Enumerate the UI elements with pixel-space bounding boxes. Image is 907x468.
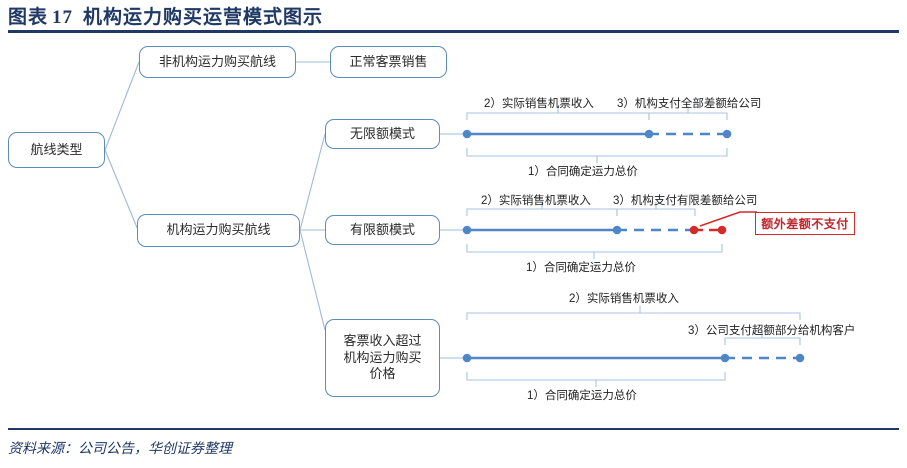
timeline2-dot-red-mid xyxy=(689,225,699,235)
node-unlimited-quota-mode[interactable]: 无限额模式 xyxy=(325,119,440,149)
timeline2-label-1: 1）合同确定运力总价 xyxy=(526,262,636,274)
timeline1-dot-mid xyxy=(644,129,654,139)
timeline2-upper-brackets xyxy=(466,202,696,216)
timeline3-lower-bracket xyxy=(466,372,726,387)
timeline1-dot-end xyxy=(722,129,732,139)
source-note: 资料来源：公司公告，华创证券整理 xyxy=(8,442,232,457)
node-non-institutional-route[interactable]: 非机构运力购买航线 xyxy=(139,46,296,78)
timeline3-label-1: 1）合同确定运力总价 xyxy=(527,390,637,402)
footer-divider xyxy=(8,428,899,430)
figure-label: 图表 xyxy=(8,7,49,28)
timeline2-dot-mid xyxy=(612,225,622,235)
tree-connectors xyxy=(104,61,466,359)
timeline2-lower-bracket xyxy=(466,244,723,259)
node-limited-quota-mode[interactable]: 有限额模式 xyxy=(325,215,440,245)
connector-root-to-nonorg xyxy=(104,61,140,151)
timeline1-upper-brackets xyxy=(466,106,728,120)
timeline2-label-2: 2）实际销售机票收入 xyxy=(481,195,591,207)
timeline2-label-3: 3）机构支付有限差额给公司 xyxy=(613,195,758,207)
timeline2-dot-red-end xyxy=(717,225,727,235)
timeline-unlimited-quota xyxy=(462,106,732,163)
timeline1-label-3: 3）机构支付全部差额给公司 xyxy=(617,98,762,110)
timeline3-upper-bracket xyxy=(466,306,801,320)
connector-root-to-org xyxy=(104,149,139,231)
timeline1-label-1: 1）合同确定运力总价 xyxy=(528,166,638,178)
node-route-type[interactable]: 航线类型 xyxy=(8,132,105,168)
connector-org-to-unlimited xyxy=(299,133,326,231)
timeline1-label-2: 2）实际销售机票收入 xyxy=(484,98,594,110)
timeline3-dot-mid xyxy=(720,353,730,363)
timeline3-dot-start xyxy=(462,353,472,363)
timeline1-dot-start xyxy=(462,129,472,139)
header-divider xyxy=(8,30,899,33)
timeline3-label-3: 3）公司支付超额部分给机构客户 xyxy=(688,325,856,337)
extra-difference-not-paid-callout: 额外差额不支付 xyxy=(755,212,855,235)
timeline1-lower-bracket xyxy=(466,148,728,163)
timeline3-label-2: 2）实际销售机票收入 xyxy=(569,293,679,305)
timeline3-inner-bracket xyxy=(724,331,801,345)
node-normal-ticket-sales[interactable]: 正常客票销售 xyxy=(330,46,447,78)
timeline-revenue-exceeds xyxy=(462,306,805,387)
figure-number: 17 xyxy=(52,7,74,28)
figure-title-text: 机构运力购买运营模式图示 xyxy=(83,7,324,28)
timeline2-dot-start xyxy=(462,225,472,235)
node-revenue-exceeds-purchase-price[interactable]: 客票收入超过 机构运力购买 价格 xyxy=(325,319,440,397)
connector-org-to-exceed xyxy=(299,229,326,331)
node-institutional-route[interactable]: 机构运力购买航线 xyxy=(137,214,300,247)
timeline3-dot-end xyxy=(795,353,805,363)
timeline-limited-quota xyxy=(462,202,757,259)
callout-leader-line xyxy=(699,211,757,227)
